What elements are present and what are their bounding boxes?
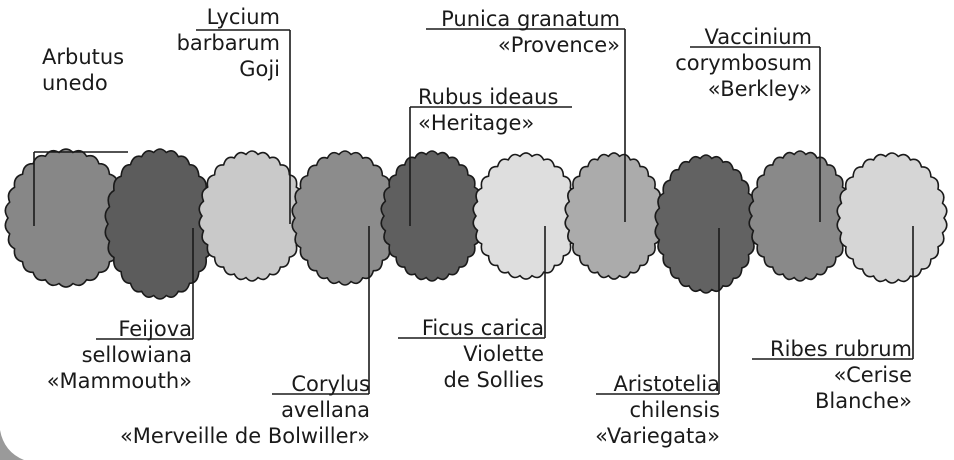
shrub-ficus — [473, 153, 579, 279]
label-aristotelia-line1: Aristotelia — [560, 371, 720, 397]
label-rubus-line2: «Heritage» — [418, 110, 558, 136]
shrub-rubus — [381, 151, 483, 281]
label-corylus: Corylus avellana «Merveille de Bolwiller… — [60, 371, 370, 449]
label-aristotelia-line2: chilensis — [560, 397, 720, 423]
label-lycium-line1: Lycium — [160, 4, 280, 30]
label-aristotelia: Aristotelia chilensis «Variegata» — [560, 371, 720, 449]
label-arbutus-line2: unedo — [42, 70, 124, 96]
label-ribes-line1: Ribes rubrum — [740, 336, 912, 362]
label-ficus-line2: Violette — [380, 341, 544, 367]
label-corylus-line2: avellana — [60, 397, 370, 423]
shrub-aristotelia — [655, 155, 757, 293]
label-corylus-line3: «Merveille de Bolwiller» — [60, 423, 370, 449]
label-aristotelia-line3: «Variegata» — [560, 423, 720, 449]
label-vaccinium-line3: «Berkley» — [640, 76, 812, 102]
label-vaccinium-line2: corymbosum — [640, 50, 812, 76]
shrub-ribes — [837, 153, 947, 283]
shrub-lycium — [199, 151, 305, 281]
label-lycium-line2: barbarum — [160, 30, 280, 56]
label-punica-line1: Punica granatum — [380, 6, 620, 32]
label-ficus-line1: Ficus carica — [380, 315, 544, 341]
label-vaccinium-line1: Vaccinium — [640, 24, 812, 50]
label-feijova-line1: Feijova — [30, 316, 192, 342]
label-ficus-line3: de Sollies — [380, 367, 544, 393]
label-ribes: Ribes rubrum «Cerise Blanche» — [740, 336, 912, 414]
page-corner — [0, 430, 24, 460]
shrub-feijova — [105, 149, 214, 299]
label-arbutus-line1: Arbutus — [42, 44, 124, 70]
label-punica-line2: «Provence» — [380, 32, 620, 58]
label-rubus: Rubus ideaus «Heritage» — [418, 84, 558, 136]
label-lycium-line3: Goji — [160, 56, 280, 82]
label-arbutus: Arbutus unedo — [42, 44, 124, 96]
label-feijova-line2: sellowiana — [30, 342, 192, 368]
label-lycium: Lycium barbarum Goji — [160, 4, 280, 82]
shrub-punica — [565, 153, 663, 279]
label-punica: Punica granatum «Provence» — [380, 6, 620, 58]
label-ribes-line3: Blanche» — [740, 388, 912, 414]
label-corylus-line1: Corylus — [60, 371, 370, 397]
label-vaccinium: Vaccinium corymbosum «Berkley» — [640, 24, 812, 102]
label-ribes-line2: «Cerise — [740, 362, 912, 388]
shrub-vaccinium — [749, 151, 851, 281]
label-rubus-line1: Rubus ideaus — [418, 84, 558, 110]
label-ficus: Ficus carica Violette de Sollies — [380, 315, 544, 393]
